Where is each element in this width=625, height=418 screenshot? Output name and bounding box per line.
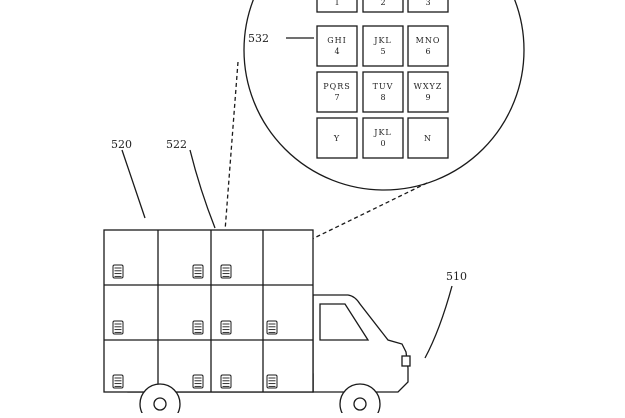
label-532: 532 (248, 32, 269, 45)
keypad-key-digit: 5 (380, 47, 385, 56)
keypad-key-frame (362, 0, 404, 13)
keypad-key-digit: 7 (334, 93, 339, 102)
keypad-key-letters: N (424, 134, 432, 143)
locker-keypads (112, 264, 278, 389)
locker-keypad-icon (266, 374, 278, 389)
locker-keypad-icon (220, 264, 232, 279)
keypad-key: JKL 0 (362, 117, 404, 159)
keypad-key-digit: 0 (380, 139, 385, 148)
truck-cab (312, 294, 411, 393)
keypad-key-letters: WXYZ (414, 82, 443, 91)
locker-keypad-icon (112, 264, 124, 279)
keypad-key-digit: 6 (425, 47, 430, 56)
label-522: 522 (166, 138, 187, 151)
locker-bank (103, 229, 314, 393)
locker-keypad-icon (192, 320, 204, 335)
keypad-key-frame (407, 71, 449, 113)
keypad-key-frame (316, 0, 358, 13)
keypad-key-letters: MNO (416, 36, 441, 45)
keypad-key: JKL 5 (362, 25, 404, 67)
keypad-key: N (407, 117, 449, 159)
keypad-key-frame (316, 117, 358, 159)
leader-522 (189, 149, 216, 229)
keypad-key-frame (407, 0, 449, 13)
keypad-key-frame (362, 71, 404, 113)
keypad-key-letters: PQRS (323, 82, 350, 91)
keypad-key-digit: 4 (334, 47, 339, 56)
locker-keypad-icon (220, 374, 232, 389)
keypad-key: 2 (362, 0, 404, 13)
locker-keypad-icon (220, 320, 232, 335)
keypad-key-frame (362, 117, 404, 159)
label-510: 510 (446, 270, 467, 283)
leader-520 (121, 149, 146, 219)
keypad-key-frame (407, 117, 449, 159)
keypad-key-digit: 9 (425, 93, 430, 102)
keypad-key: Y (316, 117, 358, 159)
cab-window (319, 303, 370, 341)
front-wheel (339, 383, 381, 413)
keypad-key-frame (316, 25, 358, 67)
keypad-key-frame (362, 25, 404, 67)
keypad-key: MNO 6 (407, 25, 449, 67)
keypad-key-letters: TUV (373, 82, 394, 91)
keypad-key-letters: Y (333, 134, 340, 143)
keypad-key: GHI 4 (316, 25, 358, 67)
locker-keypad-icon (192, 374, 204, 389)
keypad-key-digit: 3 (425, 0, 430, 7)
keypad-key: PQRS 7 (316, 71, 358, 113)
rear-wheel (139, 383, 181, 413)
keypad-key-digit: 8 (380, 93, 385, 102)
label-520: 520 (111, 138, 132, 151)
keypad-key: WXYZ 9 (407, 71, 449, 113)
keypad-key-letters: JKL (373, 36, 392, 45)
keypad-key-letters: JKL (373, 128, 392, 137)
keypad-key: 3 (407, 0, 449, 13)
keypad-key-frame (316, 71, 358, 113)
keypad-key: 1 (316, 0, 358, 13)
headlight (401, 355, 411, 367)
locker-keypad-icon (112, 320, 124, 335)
locker-keypad-icon (112, 374, 124, 389)
keypad-key-digit: 2 (380, 0, 385, 7)
leader-510 (424, 285, 453, 359)
locker-keypad-icon (192, 264, 204, 279)
keypad-key-letters: GHI (327, 36, 347, 45)
keypad-key-frame (407, 25, 449, 67)
keypad-key-digit: 1 (334, 0, 339, 7)
locker-keypad-icon (266, 320, 278, 335)
keypad-key: TUV 8 (362, 71, 404, 113)
